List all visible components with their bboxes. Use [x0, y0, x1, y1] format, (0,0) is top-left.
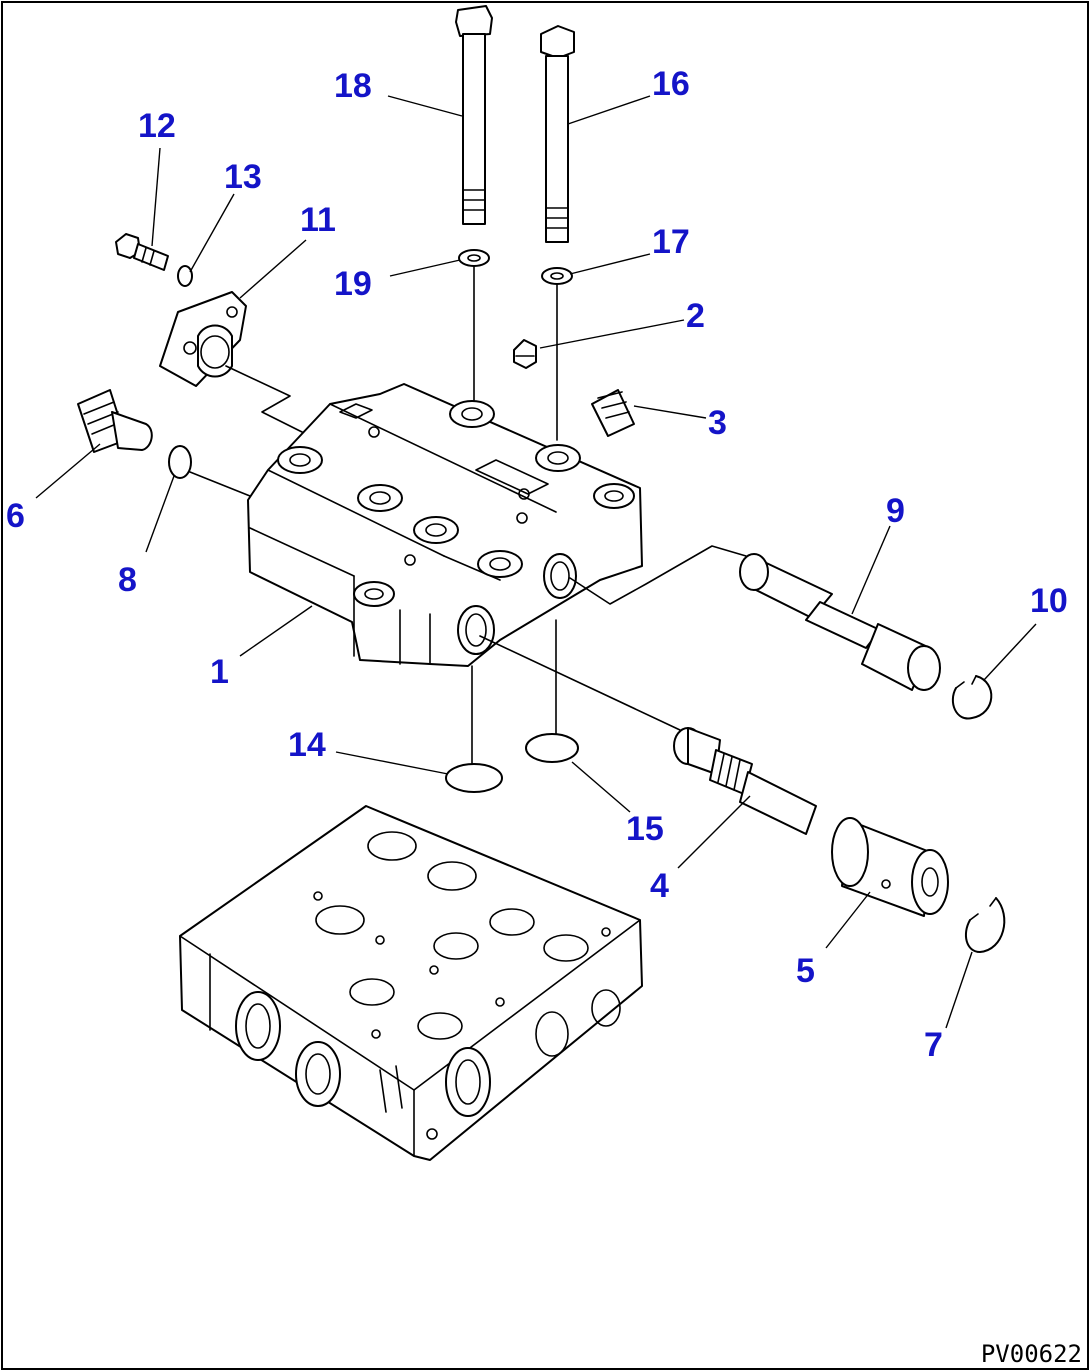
washer-13 — [177, 265, 193, 287]
callout-4: 4 — [650, 867, 669, 905]
cover-11 — [159, 291, 247, 387]
o-ring-8 — [168, 445, 192, 479]
callout-7: 7 — [924, 1026, 943, 1064]
lower-valve-body — [179, 805, 643, 1161]
o-ring-8-guide — [189, 471, 261, 501]
callout-15: 15 — [626, 810, 664, 848]
callout-16: 16 — [652, 65, 690, 103]
callout-9: 9 — [886, 492, 905, 530]
spool-9 — [739, 553, 941, 691]
spool-4 — [673, 727, 817, 835]
callout-13: 13 — [224, 158, 262, 196]
callout-6: 6 — [6, 497, 25, 535]
callout-8: 8 — [118, 561, 137, 599]
spool-9-guide — [569, 545, 747, 605]
washer-19 — [458, 249, 490, 267]
valve-body-1 — [247, 383, 643, 667]
callout-17: 17 — [652, 223, 690, 261]
o-ring-14 — [445, 763, 503, 793]
sleeve-5 — [831, 817, 949, 917]
callout-12: 12 — [138, 107, 176, 145]
cover-11-guide — [225, 365, 307, 435]
callout-18: 18 — [334, 67, 372, 105]
washer-17 — [541, 267, 573, 285]
plug-3 — [591, 389, 635, 437]
fitting-2 — [513, 339, 537, 369]
callout-11: 11 — [300, 201, 336, 239]
plug-6 — [77, 389, 153, 453]
bolt-18 — [455, 5, 493, 225]
bolt-12 — [115, 233, 169, 271]
callout-19: 19 — [334, 265, 372, 303]
callout-5: 5 — [796, 952, 815, 990]
callout-1: 1 — [210, 653, 229, 691]
callout-2: 2 — [686, 297, 705, 335]
bolt-16 — [540, 25, 575, 243]
callout-10: 10 — [1030, 582, 1068, 620]
leader-lines — [35, 95, 1037, 1029]
snap-ring-10 — [951, 675, 993, 720]
spool-4-guide — [479, 635, 681, 731]
callout-3: 3 — [708, 404, 727, 442]
o-ring-15 — [525, 733, 579, 763]
snap-ring-7 — [964, 897, 1006, 953]
callout-14: 14 — [288, 726, 326, 764]
drawing-number: PV00622 — [981, 1340, 1082, 1368]
